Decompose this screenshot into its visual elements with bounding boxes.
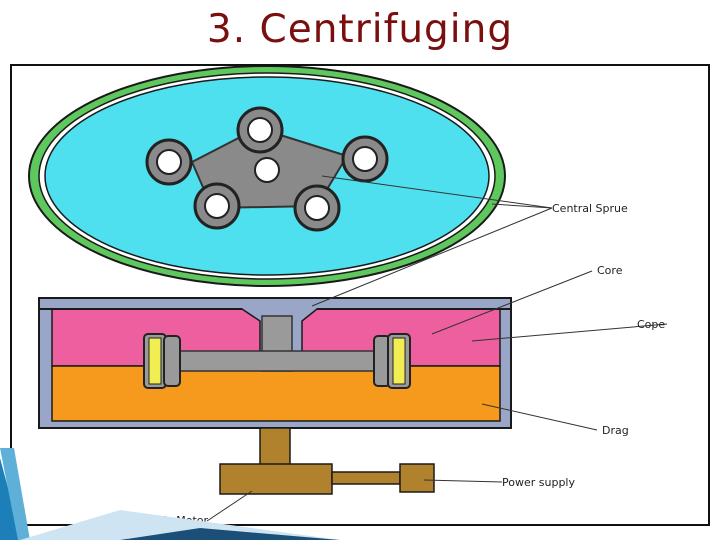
label-cope: Cope bbox=[637, 318, 665, 331]
cavity-left bbox=[145, 138, 193, 186]
cavity-top bbox=[236, 106, 284, 154]
drive-shaft bbox=[259, 427, 291, 469]
slide-title: 3. Centrifuging bbox=[206, 7, 514, 52]
motor-coupling bbox=[331, 471, 401, 485]
slide-corner-accent bbox=[0, 448, 340, 540]
cavity-bottom-left bbox=[193, 182, 241, 230]
central-sprue-top bbox=[254, 157, 280, 183]
drive-assembly bbox=[219, 427, 435, 495]
core-end-left bbox=[143, 333, 181, 389]
cavity-right bbox=[341, 135, 389, 183]
mould-top-view bbox=[28, 66, 506, 287]
electric-motor-body bbox=[219, 463, 333, 495]
cavity-bottom-right bbox=[293, 184, 341, 232]
leader-lines bbox=[206, 175, 668, 522]
drag bbox=[51, 365, 501, 422]
core-bar bbox=[161, 350, 393, 372]
core-end-right bbox=[373, 333, 411, 389]
mould-side-view bbox=[38, 297, 512, 429]
centrifuging-diagram: Central Sprue Core Cope Drag Power suppl… bbox=[10, 64, 710, 527]
label-power-supply: Power supply bbox=[502, 476, 575, 489]
label-core: Core bbox=[597, 264, 623, 277]
label-central-sprue: Central Sprue bbox=[552, 202, 628, 215]
power-unit bbox=[399, 463, 435, 493]
label-drag: Drag bbox=[602, 424, 629, 437]
